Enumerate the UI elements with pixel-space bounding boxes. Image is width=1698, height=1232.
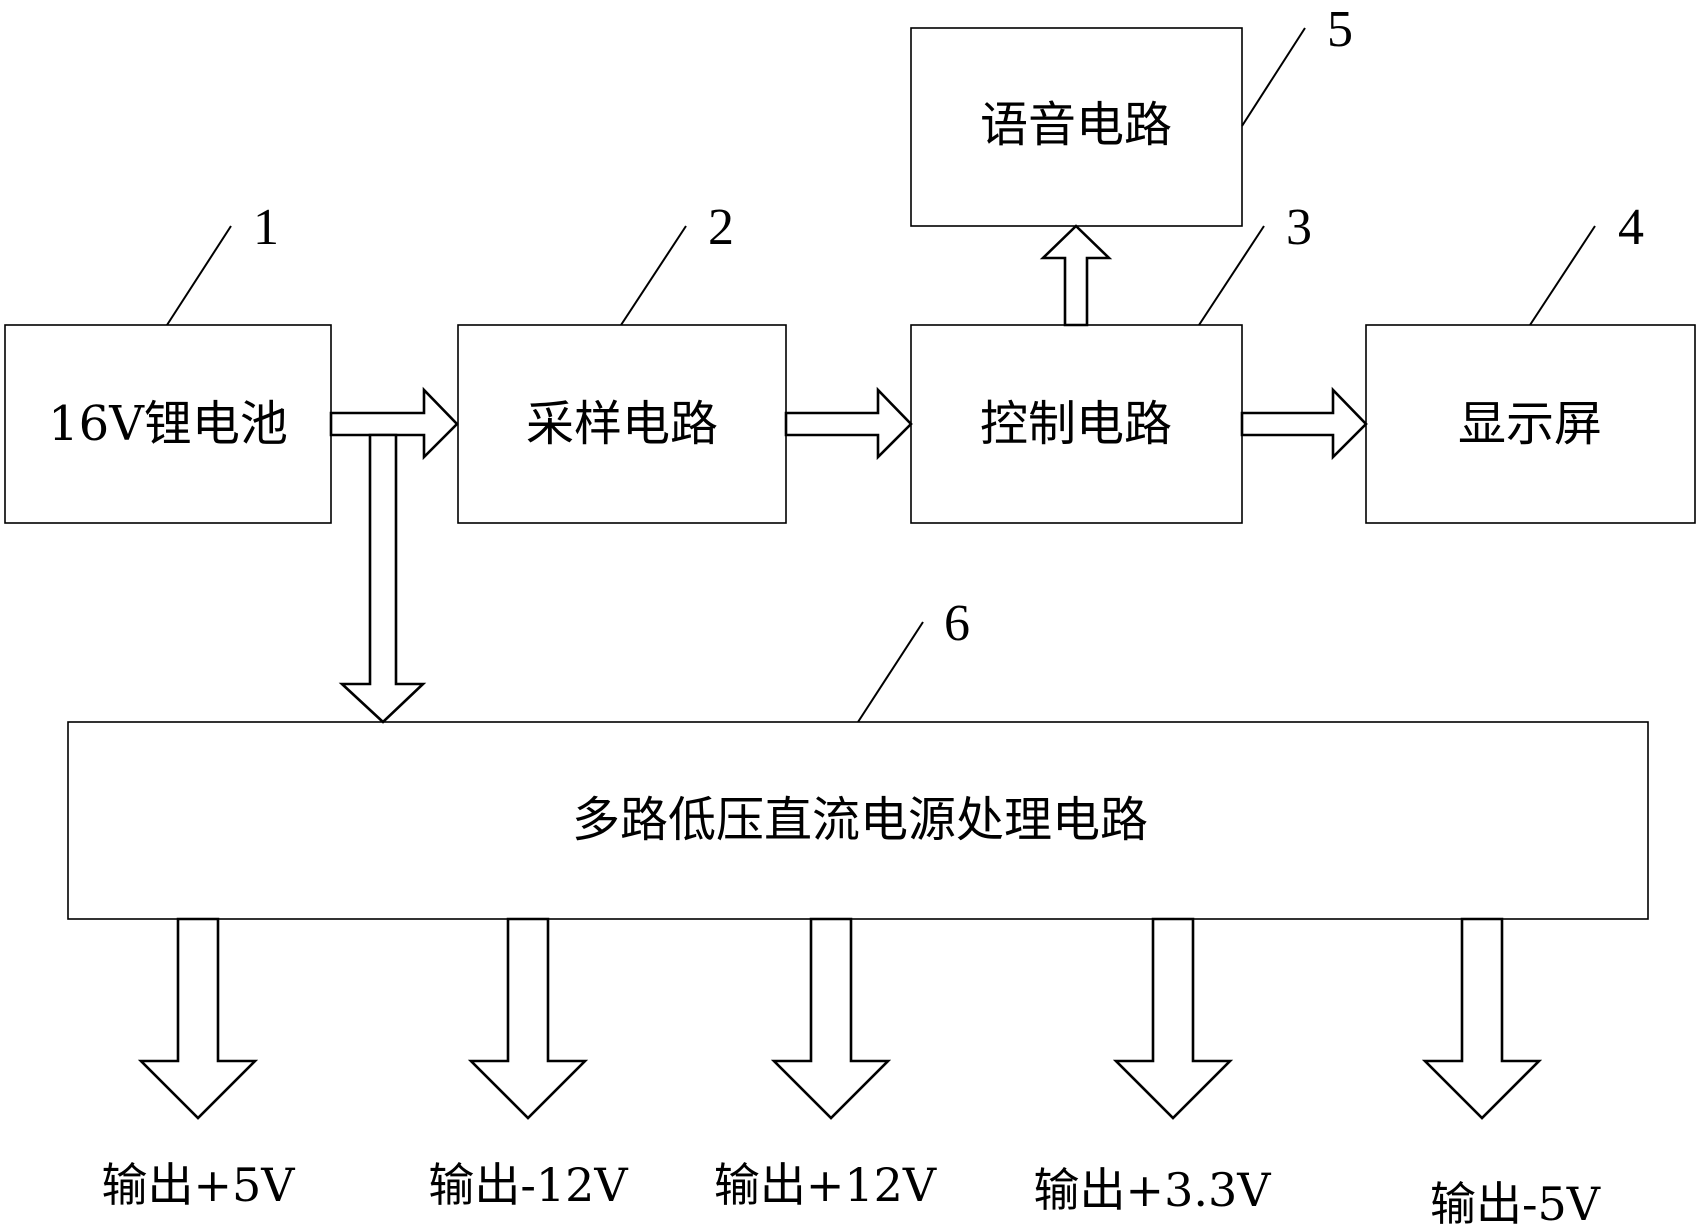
block-battery: 16V锂电池 — [4, 324, 332, 524]
reference-number-2: 2 — [708, 199, 734, 256]
output-label-minus-5v: 输出-5V — [1430, 1177, 1601, 1231]
arrow-control-to-voice — [1039, 224, 1113, 327]
leader-line-2 — [620, 225, 687, 326]
reference-number-4: 4 — [1618, 199, 1644, 256]
block-battery-box — [4, 324, 332, 524]
block-power-processing-label: 多路低压直流电源处理电路 — [572, 792, 1148, 848]
block-display-label: 显示屏 — [1458, 396, 1602, 452]
output-arrow — [1112, 917, 1234, 1120]
block-control-circuit: 控制电路 — [910, 324, 1243, 524]
reference-number-3: 3 — [1286, 199, 1312, 256]
block-voice-circuit-label: 语音电路 — [980, 97, 1172, 153]
output-arrow — [467, 917, 589, 1120]
arrow-battery-to-sampling — [329, 386, 459, 461]
output-arrow — [770, 917, 892, 1120]
leader-line-5 — [1241, 27, 1306, 127]
block-voice-circuit-box — [910, 27, 1243, 227]
leader-line-4 — [1529, 225, 1596, 326]
block-display: 显示屏 — [1365, 324, 1696, 524]
block-battery-label: 16V锂电池 — [48, 396, 288, 452]
arrow-battery-to-power — [338, 433, 427, 724]
block-display-box — [1365, 324, 1696, 524]
output-label-plus-5v: 输出+5V — [101, 1158, 295, 1212]
leader-line-6 — [857, 621, 924, 723]
output-label-plus-3-3v: 输出+3.3V — [1034, 1163, 1272, 1217]
output-label-plus-12v: 输出+12V — [714, 1158, 937, 1212]
output-arrow — [137, 917, 259, 1120]
reference-number-5: 5 — [1327, 1, 1353, 58]
block-sampling-circuit-label: 采样电路 — [526, 396, 718, 452]
arrow-control-to-display — [1240, 386, 1368, 461]
block-power-processing: 多路低压直流电源处理电路 — [67, 721, 1649, 920]
reference-number-6: 6 — [944, 595, 970, 652]
leader-line-1 — [166, 225, 232, 326]
block-voice-circuit: 语音电路 — [910, 27, 1243, 227]
block-power-processing-box — [67, 721, 1649, 920]
output-label-minus-12v: 输出-12V — [428, 1158, 628, 1212]
output-arrow — [1421, 917, 1543, 1120]
reference-number-1: 1 — [253, 199, 279, 256]
leader-line-3 — [1198, 225, 1265, 326]
block-sampling-circuit-box — [457, 324, 787, 524]
block-control-circuit-label: 控制电路 — [980, 396, 1172, 452]
arrow-sampling-to-control — [784, 386, 913, 461]
block-sampling-circuit: 采样电路 — [457, 324, 787, 524]
